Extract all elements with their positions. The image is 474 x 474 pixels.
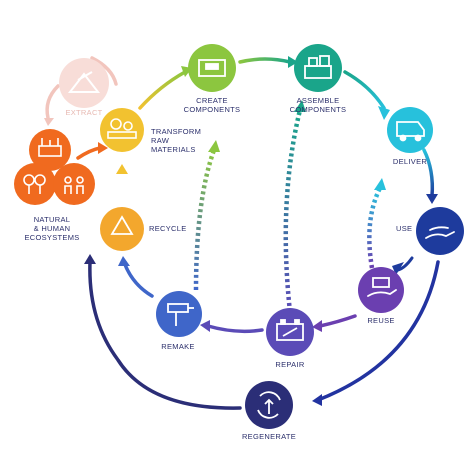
hand-icon — [425, 226, 455, 239]
label-natural-human-ecosystems: NATURAL & HUMAN ECOSYSTEMS — [24, 215, 80, 242]
node-repair — [266, 308, 314, 356]
arrow-regenerate-to-natural — [88, 260, 242, 410]
label-reuse: REUSE — [367, 316, 395, 325]
arrowhead-use — [426, 194, 438, 204]
arrowhead-natural — [84, 254, 96, 264]
ecosystem-icon — [23, 138, 84, 194]
regenerate-icon — [257, 391, 281, 419]
arrow-transform-to-create — [138, 70, 187, 110]
arrow-remake-to-recycle — [122, 260, 154, 298]
arrow-deliver-to-use — [422, 148, 435, 198]
label-regenerate: REGENERATE — [241, 432, 297, 441]
mining-icon — [67, 71, 101, 93]
label-recycle: RECYCLE — [149, 224, 187, 233]
dashed-arrowheads — [116, 100, 386, 190]
assembly-icon — [304, 55, 332, 79]
node-deliver — [387, 107, 433, 153]
components-icon — [198, 59, 226, 77]
label-extract: EXTRACT — [65, 108, 103, 117]
node-natural-human-ecosystems — [14, 129, 95, 205]
arrowhead-repair — [312, 320, 322, 332]
arrowhead-deliver — [378, 106, 390, 120]
label-assemble: ASSEMBLE COMPONENTS — [289, 96, 347, 114]
dashed-remake-to-create — [193, 149, 217, 291]
dashed-repair-to-assemble — [283, 109, 303, 313]
node-use — [416, 207, 464, 255]
arrow-reuse-to-repair — [318, 314, 357, 328]
node-reuse — [358, 267, 404, 313]
arrow-use-to-regenerate — [316, 260, 440, 402]
arrowhead-recycle — [118, 256, 130, 266]
recycle-icon — [110, 215, 134, 235]
arrowhead-remake — [200, 320, 210, 332]
label-create: CREATE COMPONENTS — [183, 96, 241, 114]
node-transform — [100, 108, 144, 152]
label-transform: TRANSFORM RAW MATERIALS — [151, 127, 202, 154]
node-recycle — [100, 207, 144, 251]
arrow-natural-to-transform — [76, 146, 102, 160]
factory-gears-icon — [107, 118, 137, 139]
arrowhead-extract — [44, 118, 54, 126]
label-repair: REPAIR — [275, 360, 305, 369]
arrow-assemble-to-deliver — [343, 70, 386, 110]
dashed-reuse-to-deliver — [367, 186, 383, 269]
arrowhead-reuse — [392, 262, 404, 275]
node-extract — [59, 58, 109, 108]
battery-icon — [276, 319, 304, 341]
hand-product-icon — [367, 277, 397, 297]
arrowhead-assemble — [288, 56, 298, 68]
label-deliver: DELIVER — [392, 157, 428, 166]
arrowhead-regenerate — [312, 394, 322, 406]
drill-icon — [167, 303, 194, 326]
node-assemble — [294, 44, 342, 92]
dashed-loop-arrows — [119, 109, 383, 313]
arrow-extract-to-transform — [45, 84, 60, 120]
flow-arrows — [45, 56, 440, 410]
label-use: USE — [396, 224, 413, 233]
node-remake — [156, 291, 202, 337]
node-regenerate — [245, 381, 293, 429]
arrowhead-transform — [98, 142, 108, 154]
arrow-create-to-assemble — [238, 57, 292, 64]
delivery-van-icon — [396, 121, 425, 142]
arrow-extract-loop — [90, 56, 118, 86]
arrow-repair-to-remake — [206, 324, 264, 334]
node-create — [188, 44, 236, 92]
label-remake: REMAKE — [161, 342, 195, 351]
arrowheads — [44, 56, 438, 406]
